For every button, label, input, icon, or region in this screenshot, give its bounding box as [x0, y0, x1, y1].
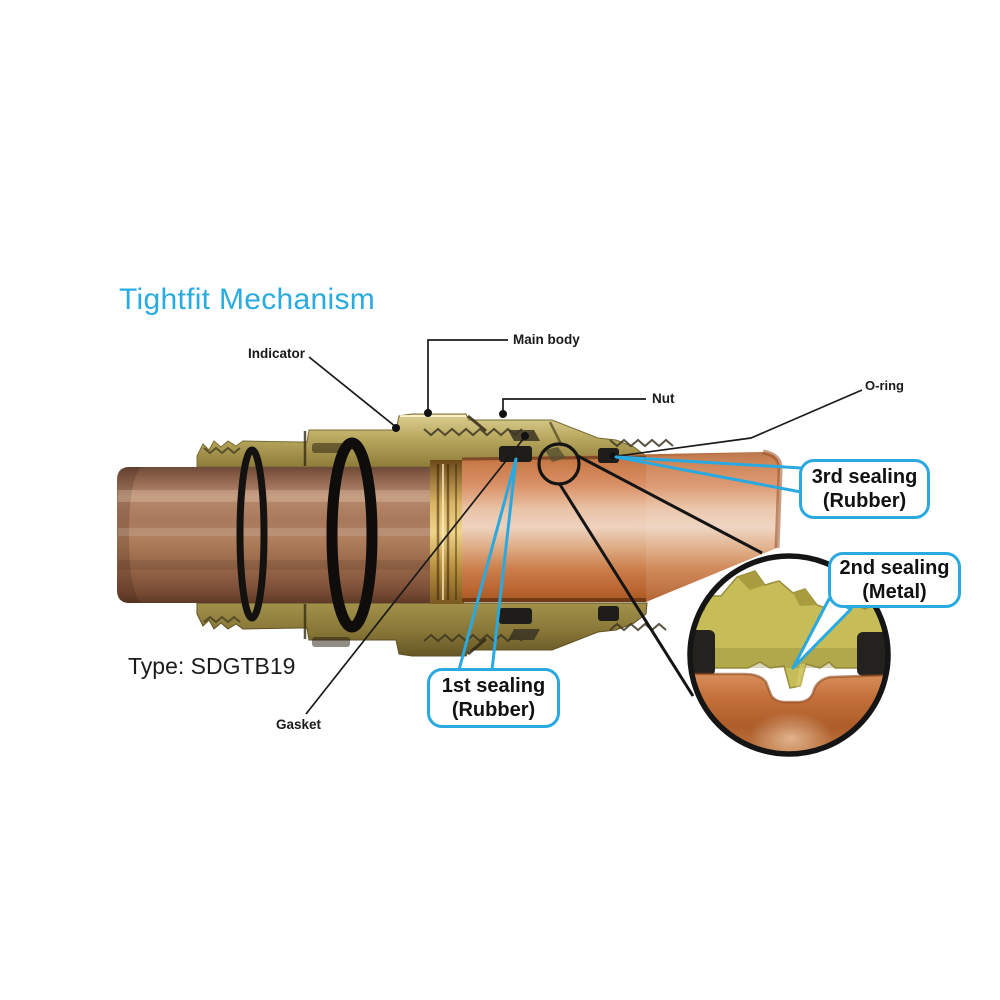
- fitting-internals: [430, 460, 464, 604]
- callout-2nd-sealing: 2nd sealing (Metal): [828, 552, 961, 608]
- type-label: Type: SDGTB19: [128, 653, 296, 679]
- callout-3rd-line2: (Rubber): [822, 490, 907, 512]
- leader-dots: [392, 409, 617, 460]
- callout-tail-3rd: [614, 455, 802, 494]
- callout-1st-line2: (Rubber): [451, 699, 536, 721]
- detail-inset: [687, 553, 891, 757]
- magnifier-connector-lines: [557, 453, 763, 697]
- copper-pipe-left: [117, 467, 432, 603]
- label-o-ring: O-ring: [865, 378, 904, 393]
- callout-1st-line1: 1st sealing: [441, 675, 546, 697]
- callout-1st-sealing: 1st sealing (Rubber): [427, 668, 560, 728]
- callout-tail-1st: [457, 457, 518, 671]
- label-gasket: Gasket: [276, 717, 322, 732]
- leader-line-o-ring: [617, 389, 863, 457]
- indicator-ring-2: [326, 437, 378, 633]
- label-indicator: Indicator: [248, 346, 306, 361]
- diagram-title: Tightfit Mechanism: [119, 283, 376, 316]
- leader-line-nut: [502, 398, 646, 411]
- callout-3rd-line1: 3rd sealing: [811, 466, 918, 488]
- indicator-ring-1: [236, 446, 268, 622]
- callout-3rd-sealing: 3rd sealing (Rubber): [799, 459, 930, 519]
- leader-line-indicator: [308, 356, 397, 428]
- callout-2nd-line2: (Metal): [862, 581, 927, 603]
- callout-2nd-line1: 2nd sealing: [839, 557, 950, 579]
- leader-line-main-body: [427, 339, 508, 411]
- label-main-body: Main body: [513, 332, 580, 347]
- leader-line-gasket: [305, 437, 525, 715]
- label-nut: Nut: [652, 391, 675, 406]
